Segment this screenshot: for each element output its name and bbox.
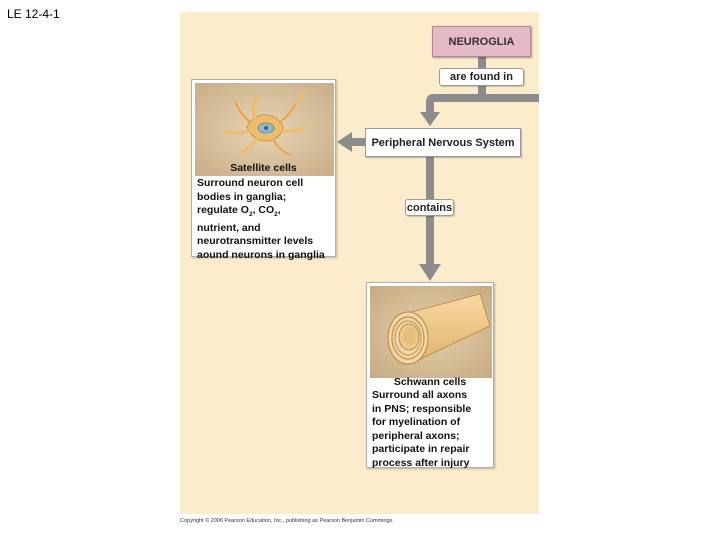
pns-box: Peripheral Nervous System: [365, 128, 521, 157]
contains-label: contains: [405, 199, 454, 216]
schwann-cells-description: Surround all axons in PNS; responsible f…: [372, 389, 472, 469]
neuroglia-box: NEUROGLIA: [432, 26, 531, 57]
schwann-cells-card: Schwann cells Surround all axons in PNS;…: [366, 282, 494, 469]
arrow-to-satellite-shaft: [350, 138, 366, 146]
satellite-cell-image: [195, 83, 334, 176]
arrow-to-pns-shaft: [426, 102, 434, 112]
satellite-cells-title: Satellite cells: [230, 162, 297, 174]
arrow-to-satellite-head: [337, 132, 352, 152]
arrow-to-pns-head: [420, 112, 440, 126]
arrow-branch-horizontal: [434, 94, 539, 102]
arrow-to-schwann-head: [419, 264, 441, 281]
copyright-notice: Copyright © 2006 Pearson Education, Inc.…: [180, 518, 394, 524]
slide-label: LE 12-4-1: [7, 7, 60, 21]
schwann-cells-title: Schwann cells: [393, 376, 467, 388]
are-found-in-label: are found in: [439, 68, 524, 86]
schwann-cell-image: [370, 286, 492, 378]
